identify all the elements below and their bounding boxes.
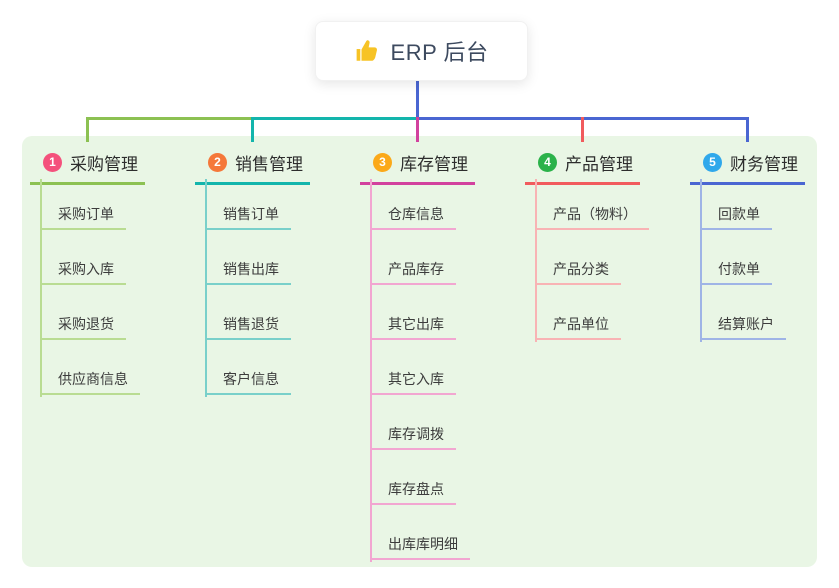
branches-panel [22, 136, 817, 567]
node-warehouse-info[interactable]: 仓库信息 [370, 200, 456, 230]
branch-vline [205, 179, 207, 397]
branch-title-label: 财务管理 [730, 155, 798, 174]
connector-root-drop [416, 81, 419, 117]
branch-title-inventory[interactable]: 3 库存管理 [360, 150, 475, 185]
branch-title-sales[interactable]: 2 销售管理 [195, 150, 310, 185]
connector-drop-purchase [86, 117, 89, 142]
node-receipt-order[interactable]: 回款单 [700, 200, 772, 230]
node-sales-outbound[interactable]: 销售出库 [205, 255, 291, 285]
branch-number-badge: 4 [538, 153, 557, 172]
node-supplier-info[interactable]: 供应商信息 [40, 365, 140, 395]
branch-title-label: 销售管理 [235, 155, 303, 174]
branch-vline [40, 179, 42, 397]
branch-title-finance[interactable]: 5 财务管理 [690, 150, 805, 185]
node-other-inbound[interactable]: 其它入库 [370, 365, 456, 395]
node-product-stock[interactable]: 产品库存 [370, 255, 456, 285]
thumbs-up-icon [355, 38, 381, 64]
node-customer-info[interactable]: 客户信息 [205, 365, 291, 395]
node-outbound-detail[interactable]: 出库库明细 [370, 530, 470, 560]
connector-drop-sales [251, 117, 254, 142]
node-purchase-return[interactable]: 采购退货 [40, 310, 126, 340]
branch-title-label: 采购管理 [70, 155, 138, 174]
node-sales-return[interactable]: 销售退货 [205, 310, 291, 340]
branch-title-purchase[interactable]: 1 采购管理 [30, 150, 145, 185]
node-stock-transfer[interactable]: 库存调拨 [370, 420, 456, 450]
branch-vline [700, 179, 702, 342]
branch-number-badge: 1 [43, 153, 62, 172]
node-settlement-account[interactable]: 结算账户 [700, 310, 786, 340]
root-node[interactable]: ERP 后台 [315, 21, 528, 81]
branch-number-badge: 2 [208, 153, 227, 172]
branch-vline [370, 179, 372, 562]
node-product-material[interactable]: 产品（物料） [535, 200, 649, 230]
node-purchase-order[interactable]: 采购订单 [40, 200, 126, 230]
node-payment-order[interactable]: 付款单 [700, 255, 772, 285]
connector-drop-finance [746, 117, 749, 142]
node-stock-count[interactable]: 库存盘点 [370, 475, 456, 505]
branch-number-badge: 3 [373, 153, 392, 172]
node-other-outbound[interactable]: 其它出库 [370, 310, 456, 340]
connector-drop-inventory [416, 117, 419, 142]
branch-number-badge: 5 [703, 153, 722, 172]
node-sales-order[interactable]: 销售订单 [205, 200, 291, 230]
connector-drop-product [581, 117, 584, 142]
node-product-category[interactable]: 产品分类 [535, 255, 621, 285]
connector-bus-segment-teal [253, 117, 417, 120]
node-purchase-inbound[interactable]: 采购入库 [40, 255, 126, 285]
node-product-unit[interactable]: 产品单位 [535, 310, 621, 340]
branch-title-label: 产品管理 [565, 155, 633, 174]
connector-bus-segment-green [86, 117, 253, 120]
branch-vline [535, 179, 537, 342]
branch-title-product[interactable]: 4 产品管理 [525, 150, 640, 185]
root-label: ERP 后台 [390, 40, 489, 65]
branch-title-label: 库存管理 [400, 155, 468, 174]
